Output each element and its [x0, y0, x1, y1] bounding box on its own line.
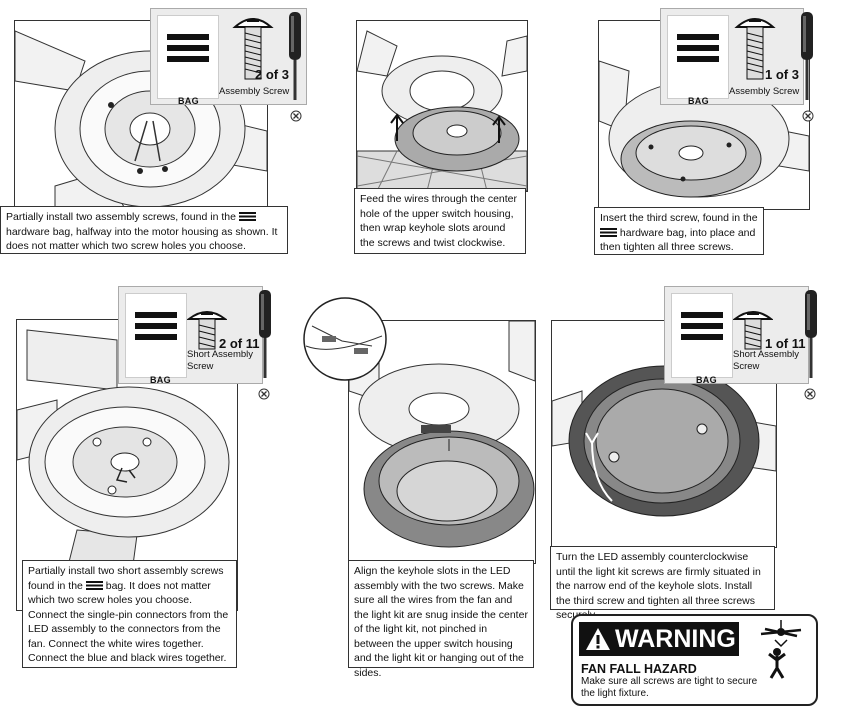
hardware-bag-tile: BAG — [125, 293, 187, 385]
bag-lines-icon — [677, 34, 719, 67]
bag-label: BAG — [688, 96, 709, 106]
hardware-bag-tile: BAG — [667, 15, 729, 106]
screw-description: Short Assembly Screw — [187, 349, 253, 372]
bag-label: BAG — [696, 375, 717, 385]
step-6-caption: Turn the LED assembly counterclockwise u… — [550, 546, 775, 621]
rotate-led-illustration — [552, 365, 776, 517]
screw-count: 2 of 11 — [219, 336, 260, 351]
step-4-hardware-badge: BAG 2 of 11 Short Assembly Screw — [118, 286, 263, 385]
no-power-tool-icon — [804, 388, 816, 400]
step-2-caption: Feed the wires through the center hole o… — [354, 188, 526, 254]
short-screw-icon — [733, 311, 773, 350]
step-1-hardware-badge: BAG 2 of 3 Assembly Screw — [150, 8, 307, 106]
screwdriver-icon — [289, 12, 301, 100]
step-4-caption: Partially install two short assembly scr… — [22, 560, 237, 668]
bag-lines-icon — [85, 580, 103, 590]
warning-label: WARNING — [615, 625, 736, 653]
caption-text: bag. It does not matter which two screw … — [28, 579, 229, 665]
screwdriver-icon — [801, 12, 813, 100]
caption-text: hardware bag, into place and then tighte… — [600, 226, 756, 254]
screw-count: 1 of 3 — [765, 67, 799, 82]
warning-title: FAN FALL HAZARD — [581, 662, 697, 676]
led-connectors-illustration — [17, 329, 230, 610]
hardware-bag-tile: BAG — [671, 293, 733, 385]
warning-triangle-icon — [586, 628, 610, 650]
bag-lines-icon — [600, 227, 617, 237]
warning-header: WARNING — [579, 622, 739, 656]
step-2-illustration — [356, 20, 528, 192]
caption-text: hardware bag, halfway into the motor hou… — [6, 225, 278, 253]
screwdriver-icon — [259, 290, 271, 378]
caption-text: Insert the third screw, found in the — [600, 212, 758, 224]
hardware-bag-tile: BAG — [157, 15, 219, 106]
caption-text: Partially install two short assembly scr… — [28, 565, 224, 592]
caption-text: Feed the wires through the center hole o… — [360, 193, 518, 249]
switch-housing-illustration — [357, 30, 527, 191]
screw-description: Short Assembly Screw — [733, 349, 799, 372]
keyhole-alignment-illustration — [349, 321, 535, 548]
no-power-tool-icon — [258, 388, 270, 400]
caption-text: Turn the LED assembly counterclockwise u… — [556, 551, 761, 621]
screw-description: Assembly Screw — [729, 86, 800, 97]
warning-box: WARNING FAN FALL HAZARD Make sure all sc… — [571, 614, 818, 706]
falling-fan-person-icon — [760, 620, 802, 679]
no-power-tool-icon — [802, 110, 814, 122]
bag-lines-icon — [238, 212, 256, 221]
step-1-caption: Partially install two assembly screws, f… — [0, 206, 288, 254]
bag-lines-icon — [135, 312, 177, 345]
step-6-hardware-badge: BAG 1 of 11 Short Assembly Screw — [664, 286, 809, 385]
screw-count: 1 of 11 — [765, 336, 806, 351]
motor-housing-illustration — [15, 30, 267, 209]
short-screw-icon — [187, 311, 227, 350]
no-power-tool-icon — [290, 110, 302, 122]
bag-label: BAG — [150, 375, 171, 385]
assembly-screw-icon — [734, 18, 776, 80]
warning-text: Make sure all screws are tight to secure… — [581, 676, 758, 699]
caption-text: Align the keyhole slots in the LED assem… — [354, 565, 528, 679]
keyhole-detail-inset — [303, 297, 387, 381]
caption-text: Partially install two assembly screws, f… — [6, 211, 236, 223]
screwdriver-icon — [805, 290, 817, 378]
bag-lines-icon — [681, 312, 723, 345]
assembly-screw-icon — [232, 18, 274, 80]
step-5-caption: Align the keyhole slots in the LED assem… — [348, 560, 534, 679]
step-3-hardware-badge: BAG 1 of 3 Assembly Screw — [660, 8, 804, 106]
screw-description: Assembly Screw — [219, 86, 290, 97]
screw-count: 2 of 3 — [255, 67, 289, 82]
bag-lines-icon — [167, 34, 209, 67]
bag-label: BAG — [178, 96, 199, 106]
step-3-caption: Insert the third screw, found in the har… — [594, 207, 764, 255]
tightened-housing-illustration — [599, 60, 809, 198]
